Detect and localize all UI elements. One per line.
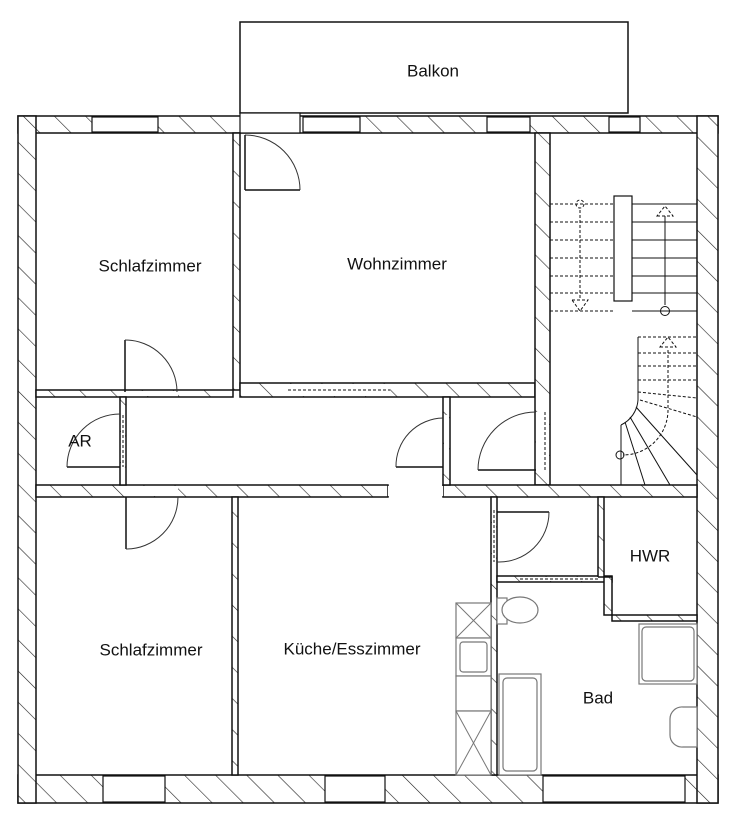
room-label-bathroom: Bad: [583, 688, 613, 707]
staircase: [550, 195, 698, 486]
room-label-utility: HWR: [630, 546, 671, 565]
bathroom-fixtures: [496, 596, 698, 776]
balcony: [239, 21, 629, 114]
room-label-bedroom-bottom: Schlafzimmer: [100, 640, 203, 659]
room-label-kitchen: Küche/Esszimmer: [284, 639, 421, 658]
door-swings: [66, 134, 550, 563]
door-openings: [121, 384, 598, 581]
interior-walls: [35, 132, 698, 776]
windows: [91, 112, 686, 803]
room-label-living-room: Wohnzimmer: [347, 254, 447, 273]
room-label-balcony: Balkon: [407, 61, 459, 80]
room-label-bedroom-top: Schlafzimmer: [99, 256, 202, 275]
room-label-storage: AR: [68, 431, 92, 450]
kitchen-counter: [455, 602, 492, 776]
